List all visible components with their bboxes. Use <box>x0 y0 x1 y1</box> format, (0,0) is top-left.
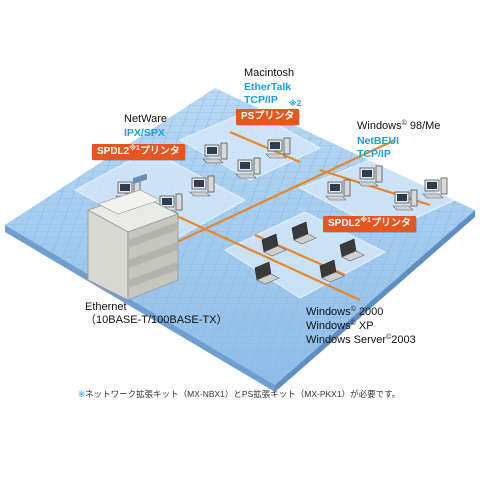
desktop-pc-icon <box>235 157 261 179</box>
badge-spdl2-left-tail: プリンタ <box>139 146 180 157</box>
label-windows2000-name: Windows <box>306 306 351 318</box>
label-windows2000-mark: © <box>350 306 356 313</box>
badge-spdl2-left-main: SPDL2 <box>97 146 130 157</box>
protocol-tcpip-mac: TCP/IP <box>244 94 278 106</box>
platform-macintosh <box>178 109 322 181</box>
label-netware: NetWare <box>124 113 167 125</box>
label-windows-server-mark: © <box>386 334 392 341</box>
copier-printer-icon <box>86 173 180 301</box>
label-windowsxp-mark: © <box>350 320 356 327</box>
label-windowsxp-version: XP <box>355 320 374 332</box>
laptop-icon <box>254 261 280 285</box>
label-windows98: Windows© 98/Me <box>357 120 440 133</box>
desktop-pc-icon <box>202 142 228 164</box>
label-windows98-mark: © <box>401 120 407 127</box>
label-windows2000-version: 2000 <box>355 306 384 318</box>
protocol-ipxspx: IPX/SPX <box>124 127 165 139</box>
label-ethernet-spec: （10BASE-T/100BASE-TX） <box>85 314 228 326</box>
label-windows-server: Windows Server©2003 <box>306 334 416 347</box>
label-ethernet: Ethernet <box>85 301 127 313</box>
label-windows98-version: 98/Me <box>406 120 441 132</box>
network-floor <box>5 88 475 392</box>
desktop-pc-icon <box>357 165 383 187</box>
badge-spdl2-right-main: SPDL2 <box>328 218 361 229</box>
label-windows98-name: Windows <box>357 120 402 132</box>
footnote: ※ネットワーク拡張キット（MX-NBX1）とPS拡張キット（MX-PKX1）が必… <box>78 388 400 400</box>
desktop-pc-icon <box>325 179 351 201</box>
laptop-group-windows2000 <box>254 221 365 285</box>
label-windows-server-version: 2003 <box>391 334 416 346</box>
laptop-icon <box>261 233 287 257</box>
protocol-netbeui: NetBEUI <box>357 135 400 147</box>
protocol-ethertalk: EtherTalk <box>244 81 292 93</box>
laptop-icon <box>339 238 365 262</box>
badge-spdl2-printer-left: SPDL2※1プリンタ <box>92 144 185 160</box>
desktop-pc-icon <box>189 175 215 197</box>
label-macintosh: Macintosh <box>244 67 295 79</box>
badge-spdl2-right-tail: プリンタ <box>370 218 411 229</box>
pc-group-macintosh <box>202 137 291 179</box>
pc-group-windows98 <box>325 165 448 211</box>
label-windows-server-name: Windows Server <box>306 334 387 346</box>
note-mark-2: ※2 <box>289 99 302 108</box>
badge-spdl2-left-sup: ※1 <box>129 145 140 152</box>
laptop-icon <box>291 221 317 245</box>
desktop-pc-icon <box>265 137 291 159</box>
label-windowsxp: Windows© XP <box>306 320 374 333</box>
label-windows2000: Windows© 2000 <box>306 306 383 319</box>
badge-spdl2-printer-right: SPDL2※1プリンタ <box>323 216 416 232</box>
label-windowsxp-name: Windows <box>306 320 351 332</box>
badge-ps-printer: PSプリンタ <box>236 109 300 125</box>
desktop-pc-icon <box>392 189 418 211</box>
footnote-text: ネットワーク拡張キット（MX-NBX1）とPS拡張キット（MX-PKX1）が必要… <box>85 389 401 399</box>
laptop-icon <box>319 259 345 283</box>
footnote-mark: ※ <box>78 389 86 399</box>
platform-windows2000 <box>223 211 387 299</box>
desktop-pc-icon <box>422 177 448 199</box>
protocol-tcpip-win98: TCP/IP <box>357 148 391 160</box>
badge-spdl2-right-sup: ※1 <box>360 217 371 224</box>
